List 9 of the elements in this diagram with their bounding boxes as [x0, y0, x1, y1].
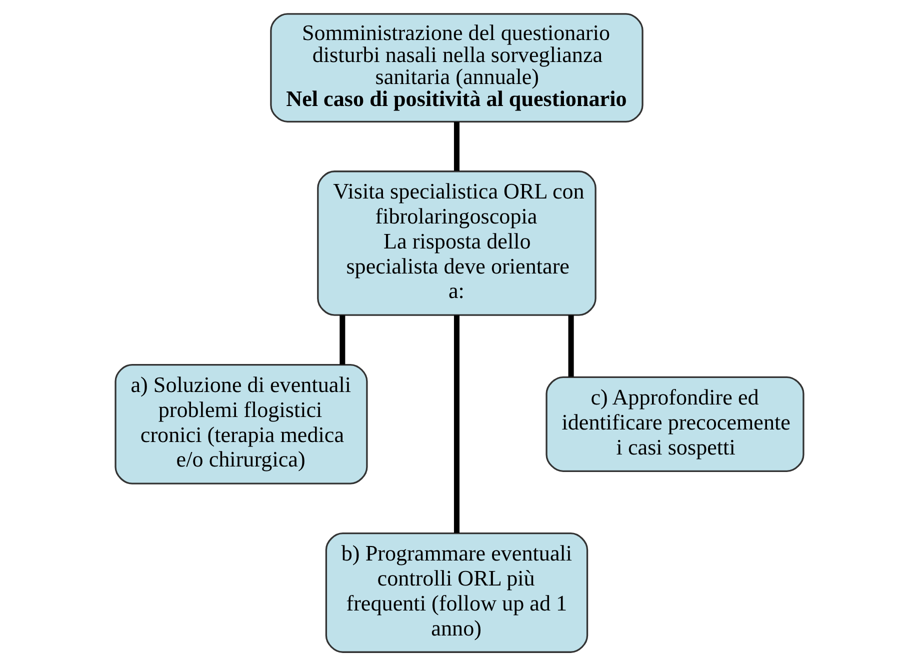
connector [339, 315, 345, 365]
node-box: Somministrazione del questionario disturbi nasali nella sorveglianza sanitaria (annuale) Nel caso di positività al questionario [270, 13, 643, 122]
node-box: a) Soluzione di eventuali problemi flogistici cronici (terapia medica e/o chirurgica) [114, 364, 368, 484]
connector [453, 122, 459, 171]
node-box: Visita specialistica ORL con fibrolaringoscopia La risposta dello specialista deve orientare a: [316, 170, 596, 316]
connector [568, 315, 574, 377]
connector [453, 315, 459, 533]
node-box: b) Programmare eventuali controlli ORL più frequenti (follow up ad 1 anno) [324, 532, 588, 653]
node-box: c) Approfondire ed identificare precocemente i casi sospetti [545, 376, 804, 472]
